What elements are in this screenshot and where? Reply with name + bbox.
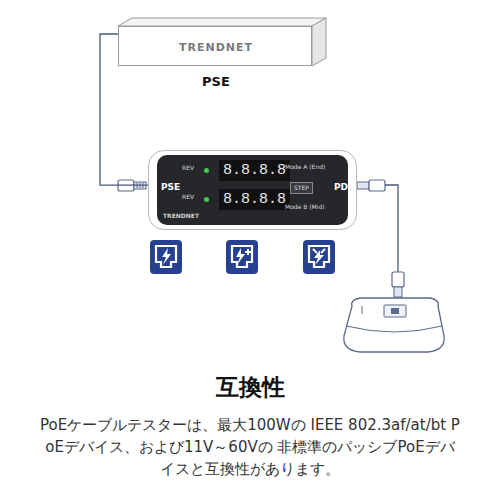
cable bbox=[385, 185, 398, 272]
poe-icon bbox=[150, 240, 182, 274]
poe-tester: PSEREVREV8.8.8.88.8.8.8Mode A (End)STEPM… bbox=[148, 150, 357, 230]
led-label: REV bbox=[182, 194, 194, 200]
status-led bbox=[204, 197, 209, 202]
mode-label: Mode A (End) bbox=[285, 164, 325, 170]
mode-label: Mode B (Mid) bbox=[285, 204, 325, 210]
led-label: REV bbox=[182, 165, 194, 171]
rj45-plug bbox=[392, 272, 404, 297]
digit-display: 8.8.8.8 bbox=[219, 189, 290, 210]
switch-body bbox=[118, 18, 326, 66]
port-label: PSE bbox=[161, 183, 180, 192]
poe-plus-icon bbox=[226, 240, 258, 274]
title: 互換性 bbox=[0, 372, 500, 403]
brand-logo: TRENDNET bbox=[163, 213, 199, 219]
button-label: STEP bbox=[290, 182, 313, 194]
status-led bbox=[204, 168, 209, 173]
digit-display: 8.8.8.8 bbox=[219, 160, 290, 181]
pse-switch: TRENDNETPSE bbox=[118, 26, 312, 66]
poe-plus-plus-icon bbox=[303, 240, 335, 274]
caption: PoEケーブルテスターは、最大100Wの IEEE 802.3af/at/bt … bbox=[40, 414, 460, 480]
access-point bbox=[344, 298, 444, 352]
port-label: PD bbox=[334, 183, 348, 192]
device-label: PSE bbox=[202, 75, 230, 88]
brand-logo: TRENDNET bbox=[179, 42, 253, 53]
rj45-plug bbox=[357, 180, 385, 191]
